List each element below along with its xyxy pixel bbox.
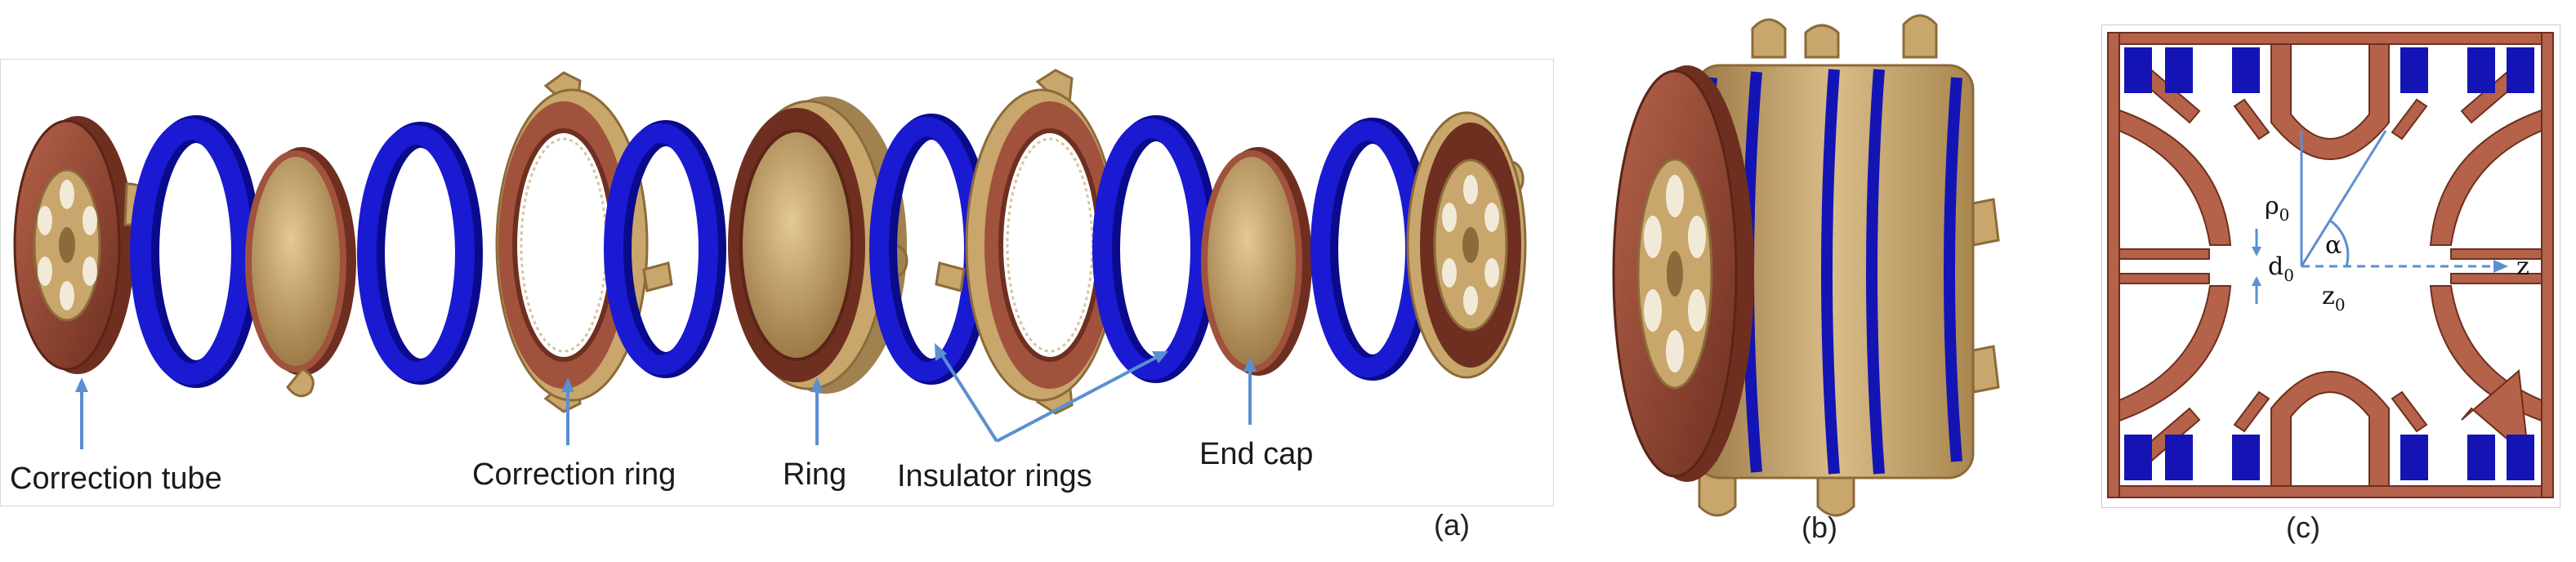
label-correction-ring: Correction ring: [472, 457, 676, 492]
label-ring: Ring: [783, 457, 847, 492]
insulator-ring-2: [357, 122, 483, 385]
insulator-ring-1: [130, 115, 261, 388]
end-cap-part-1: [245, 147, 356, 398]
panel-label-a: (a): [1434, 508, 1470, 542]
arrow-insulator-right: [996, 354, 1161, 443]
d-zero-label: d0: [2268, 252, 2294, 285]
label-insulator-rings: Insulator rings: [897, 459, 1092, 493]
cross-section-diagram: ρ0 d0 z0 α z: [2107, 32, 2554, 498]
rho-zero-label: ρ0: [2265, 192, 2289, 225]
annotation-arrows: [75, 343, 1257, 449]
z-axis-label: z: [2516, 252, 2529, 281]
correction-ring-part: [495, 71, 673, 413]
geometry-lines: [2300, 130, 2496, 268]
alpha-line: [2300, 130, 2387, 267]
correction-tube-part: [13, 116, 151, 374]
alpha-arc: [2329, 219, 2350, 267]
d0-markers: [2252, 229, 2261, 304]
insulator-ring-6: [1310, 118, 1433, 381]
panel-label-b: (b): [1801, 511, 1837, 544]
label-correction-tube: Correction tube: [10, 462, 222, 496]
alpha-label: α: [2325, 231, 2342, 260]
panel-b-assembled-view: (b): [1573, 0, 2042, 562]
exploded-assembly-drawing: [13, 69, 1527, 449]
panel-label-c: (c): [2286, 511, 2320, 544]
front-end-disk: [1612, 65, 1754, 482]
arrow-insulator-left: [938, 350, 998, 443]
panel-a-exploded-view: Correction tube Correction ring Ring Ins…: [0, 59, 1554, 542]
assembled-trap-drawing: [1612, 14, 2000, 517]
panel-c-cross-section: ρ0 d0 z0 α z (c): [2042, 0, 2576, 562]
z-zero-label: z0: [2322, 282, 2346, 314]
insulator-ring-4: [869, 114, 992, 385]
z-axis-arrowhead: [2493, 260, 2508, 273]
ring-part: [728, 96, 909, 394]
mounting-tabs: [1698, 14, 2000, 517]
end-cap-part-2: [1201, 147, 1312, 376]
correction-tube-part-2: [1406, 111, 1527, 379]
insulator-ring-5: [1092, 115, 1218, 383]
electrode-sections: [2107, 32, 2554, 498]
label-end-cap: End cap: [1199, 437, 1314, 471]
insulator-ring-3: [604, 120, 726, 378]
insulator-blocks: [2124, 47, 2534, 480]
correction-ring-part-2: [935, 69, 1118, 415]
